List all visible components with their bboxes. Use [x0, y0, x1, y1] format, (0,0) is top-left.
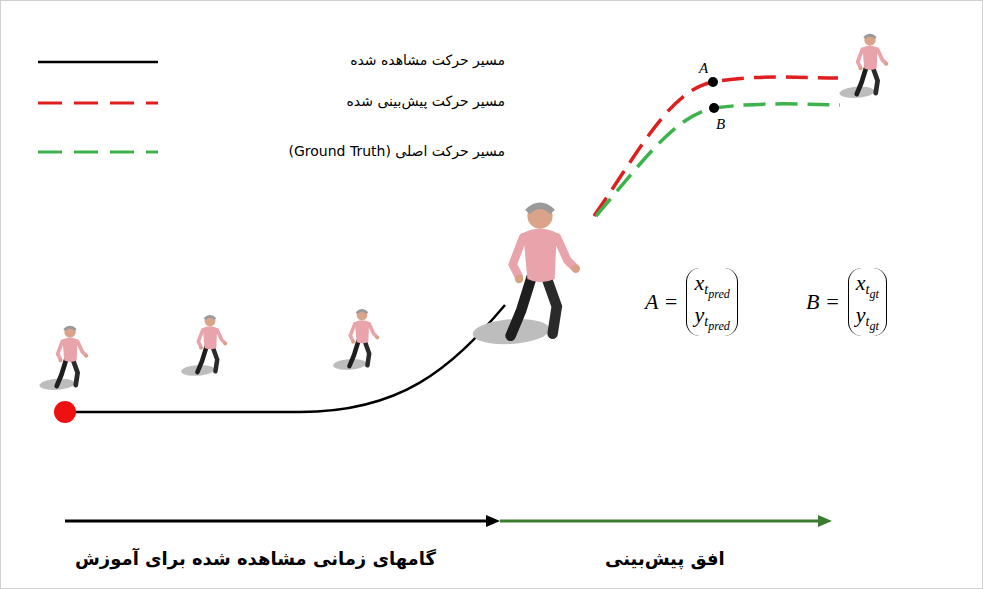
formula-a: A = xtpred ytpred — [645, 268, 738, 336]
formula-text: pred — [708, 287, 730, 301]
legend-solid-line — [38, 61, 158, 64]
formula-text: gt — [870, 287, 879, 301]
formula-text: t — [866, 281, 870, 297]
formula-text: B = — [806, 289, 840, 315]
axis-label: افق پیش‌بینی — [605, 548, 725, 569]
legend-red-dash — [38, 102, 158, 105]
formula-text: gt — [870, 319, 879, 333]
formula-b: B = xtgt ytgt — [806, 268, 887, 336]
formula-text: y — [856, 302, 866, 327]
formula-text: y — [694, 302, 704, 327]
formula-text: x — [694, 270, 704, 295]
point-label: B — [716, 116, 725, 133]
formula-text: t — [704, 281, 708, 297]
point-label: A — [699, 60, 708, 77]
legend-green-dash — [38, 151, 158, 154]
formula-text: x — [856, 270, 866, 295]
legend-text: مسیر حرکت پیش‌بینی شده — [347, 93, 505, 109]
formula-text: A = — [645, 289, 678, 315]
formula-text: pred — [708, 319, 730, 333]
column-vector: xtgt ytgt — [848, 268, 887, 336]
legend-text: مسیر حرکت اصلی (Ground Truth) — [288, 143, 505, 159]
formula-text: t — [866, 313, 870, 329]
column-vector: xtpred ytpred — [686, 268, 738, 336]
legend-text: مسیر حرکت مشاهده شده — [350, 52, 505, 68]
axis-label: گامهای زمانی مشاهده شده برای آموزش — [75, 548, 436, 569]
formula-text: t — [704, 313, 708, 329]
